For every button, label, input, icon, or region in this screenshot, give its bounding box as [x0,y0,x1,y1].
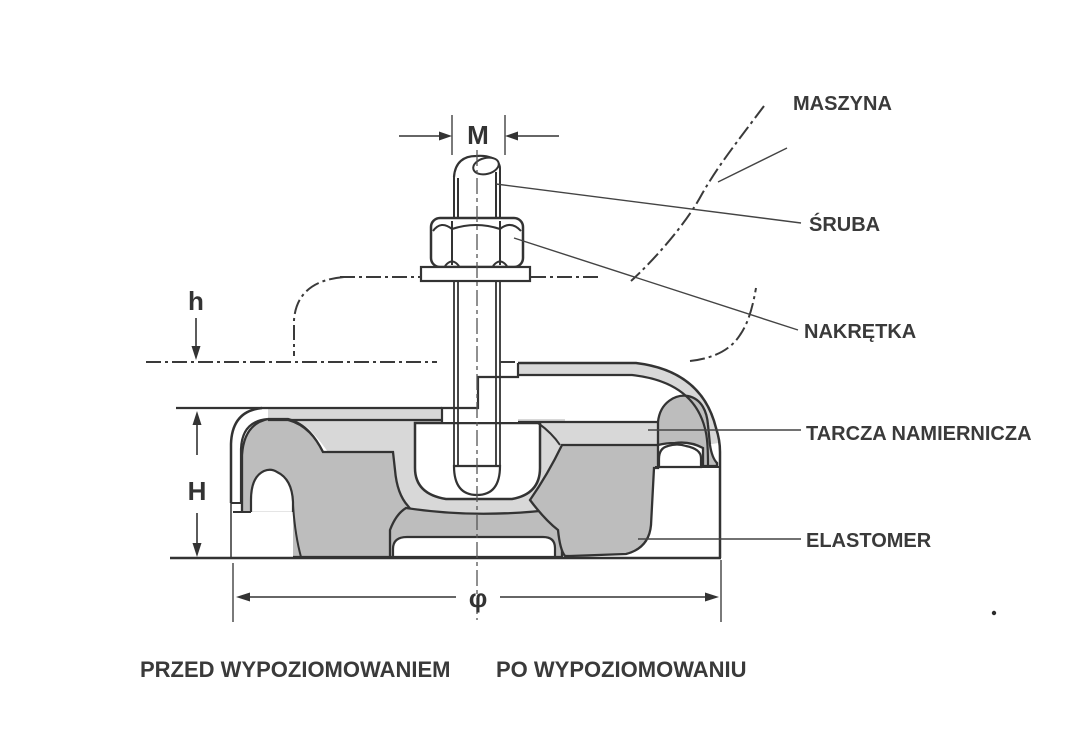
right-shell-outer [518,361,722,558]
label-tarcza: TARCZA NAMIERNICZA [806,423,1032,445]
boss-step [498,363,518,377]
dim-dia-left-arrowhead [236,592,250,602]
boss-left-half [442,408,478,423]
dim-H-label: H [188,476,207,506]
washer [419,265,532,283]
dim-m-left-arrowhead [439,131,452,141]
dim-dia-extension-lines [232,560,722,622]
dim-m-label: M [467,120,489,150]
nut-bottom-chamfers [444,260,508,267]
stray-dot-artifact [991,610,997,616]
dim-H-bottom-arrowhead [192,543,202,557]
part-labels: MASZYNA ŚRUBA NAKRĘTKA TARCZA NAMIERNICZ… [793,93,1032,552]
dim-H-top-arrowhead [192,411,202,425]
sruba-leader [495,183,802,224]
dim-m-extension-lines [451,115,506,155]
left-arch-cutout [249,468,295,515]
bolt-head-curl [472,156,500,176]
bolt-thread-lines [453,281,501,466]
leader-lines [495,147,802,540]
caption-after-leveling: PO WYPOZIOMOWANIU [496,657,747,682]
bolt-shaft-upper [453,168,501,218]
dim-h-label: h [188,286,204,316]
dim-dia-symbol: φ [469,583,488,613]
maszyna-leader [717,147,788,183]
label-sruba: ŚRUBA [809,212,880,236]
dim-h-arrowhead [191,346,201,360]
machine-phantom-outline [146,105,765,363]
left-foot-cutout [233,512,293,557]
label-elastomer: ELASTOMER [806,530,932,552]
boss-profile [440,363,520,423]
left-shell-inner [239,417,269,503]
bottom-captions: PRZED WYPOZIOMOWANIEM PO WYPOZIOMOWANIU [140,657,747,682]
label-maszyna: MASZYNA [793,93,892,115]
dim-dia-right-arrowhead [705,592,719,602]
left-foot-edge [292,504,302,558]
dim-m-right-arrowhead [505,131,518,141]
label-nakretka: NAKRĘTKA [804,321,916,343]
housing-shell [176,361,722,558]
caption-before-leveling: PRZED WYPOZIOMOWANIEM [140,657,450,682]
right-shell-inner [518,373,710,466]
dimension-h: h [188,286,204,360]
disc-left-strip [262,409,442,420]
dimension-M: M [399,115,559,155]
right-arch-cutout [657,443,703,469]
bottom-center-relief [391,535,557,559]
machine-bottom-right-corner [689,287,757,362]
machine-right-s-curve [630,105,765,282]
machine-left-corner [293,276,345,356]
disc-s-curve [537,422,561,446]
boss-right-half [478,377,518,423]
dimension-H: H [188,411,207,557]
nut-top-chamfers [432,224,522,232]
nakretka-leader [513,237,799,331]
disc-right-band [538,422,658,445]
dimension-diameter: φ [232,560,722,622]
disc-left-s-line [287,419,393,453]
